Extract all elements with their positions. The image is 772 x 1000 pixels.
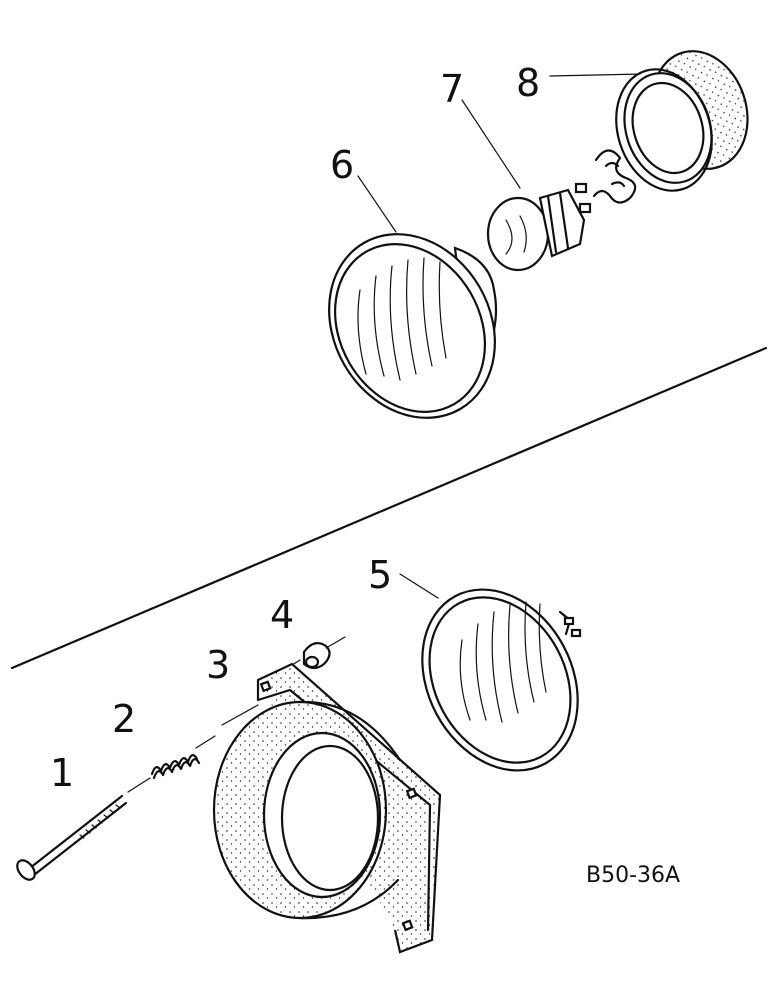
part-label-7: 7 xyxy=(440,67,464,111)
part-6-sealed-beam-lamp xyxy=(328,175,498,419)
part-label-2: 2 xyxy=(112,697,136,741)
part-label-6: 6 xyxy=(330,143,354,187)
section-divider xyxy=(10,346,768,670)
connector-clip xyxy=(592,149,637,204)
part-label-8: 8 xyxy=(516,61,540,105)
part-label-5: 5 xyxy=(368,553,392,597)
part-2-spring xyxy=(127,735,216,793)
part-label-1: 1 xyxy=(50,751,74,795)
part-1-screw xyxy=(16,794,128,881)
part-8-retaining-ring xyxy=(549,50,749,192)
part-5-sealed-beam-lamp xyxy=(399,573,582,772)
part-label-4: 4 xyxy=(270,593,294,637)
part-7-bulb xyxy=(461,99,592,272)
drawing-code: B50-36A xyxy=(586,863,680,888)
part-label-3: 3 xyxy=(206,643,230,687)
part-3-mounting-housing xyxy=(212,662,442,954)
part-4-clip-nut xyxy=(291,636,346,670)
